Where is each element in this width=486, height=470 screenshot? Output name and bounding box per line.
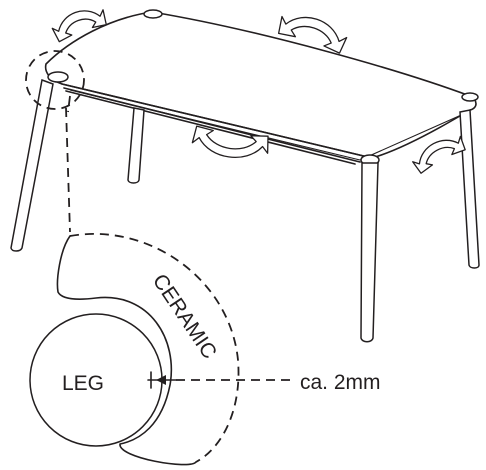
detail-leader-left — [65, 107, 71, 233]
rotate-double-arrow-icon — [412, 135, 466, 174]
leg-front-right — [360, 162, 379, 343]
leg-back-right — [459, 109, 480, 269]
detail-marker-circle — [25, 50, 85, 110]
leg-cap-back-right — [461, 92, 479, 102]
rotate-double-arrow-icon — [277, 15, 348, 54]
gap-label: ca. 2mm — [300, 371, 381, 394]
table-apron — [69, 89, 469, 161]
ceramic-outline — [69, 233, 240, 463]
ceramic-shell — [56, 235, 197, 466]
detail-callout — [25, 50, 296, 466]
leg-label: LEG — [62, 372, 104, 395]
rotate-double-arrow-icon — [51, 9, 107, 43]
table-legs — [10, 78, 480, 343]
leg-back-left — [127, 107, 145, 184]
leg-front-left — [10, 78, 54, 252]
leg-cap-back-left — [143, 9, 163, 19]
detail-leader-right — [67, 95, 71, 113]
dimension-arrow-icon — [147, 371, 177, 389]
rotate-double-arrow-icon — [191, 125, 269, 159]
leg-cap-front-left — [47, 71, 69, 83]
ceramic-label: CERAMIC — [148, 270, 221, 363]
